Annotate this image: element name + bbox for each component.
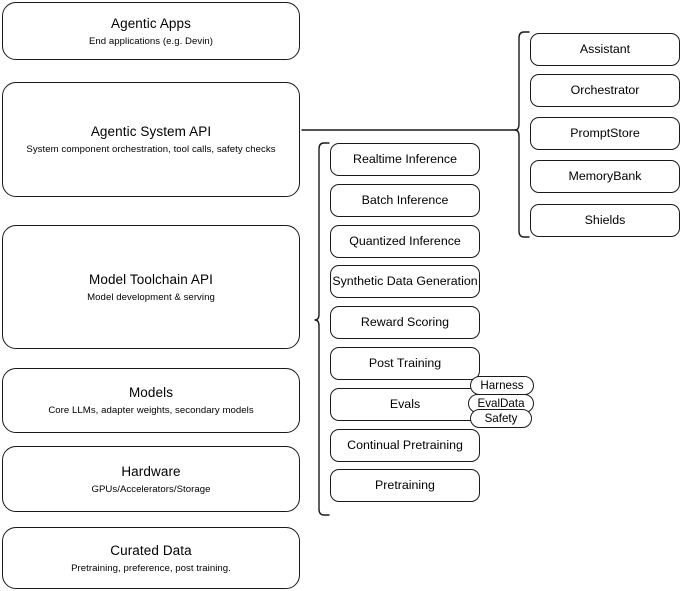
capability-evals[interactable]: Evals — [330, 388, 480, 421]
capability-label: Post Training — [368, 356, 442, 370]
capability-realtime-inference[interactable]: Realtime Inference — [330, 143, 480, 176]
layer-title: Models — [128, 385, 174, 400]
capability-label: Quantized Inference — [349, 234, 461, 248]
capability-label: Reward Scoring — [360, 315, 450, 329]
evals-badge-label: Harness — [480, 379, 524, 392]
layer-subtitle: System component orchestration, tool cal… — [26, 144, 276, 155]
layer-subtitle: GPUs/Accelerators/Storage — [91, 483, 211, 495]
capability-post-training[interactable]: Post Training — [330, 347, 480, 380]
layer-title: Agentic System API — [90, 124, 212, 139]
component-shields[interactable]: Shields — [530, 204, 680, 237]
capability-quantized-inference[interactable]: Quantized Inference — [330, 225, 480, 258]
component-assistant[interactable]: Assistant — [530, 33, 680, 66]
component-label: MemoryBank — [568, 169, 642, 183]
layer-model-toolchain-api[interactable]: Model Toolchain API Model development & … — [2, 225, 300, 349]
evals-badge-label: EvalData — [477, 397, 525, 410]
capability-batch-inference[interactable]: Batch Inference — [330, 184, 480, 217]
layer-agentic-apps[interactable]: Agentic Apps End applications (e.g. Devi… — [2, 2, 300, 60]
layer-hardware[interactable]: Hardware GPUs/Accelerators/Storage — [2, 446, 300, 512]
layer-subtitle: Core LLMs, adapter weights, secondary mo… — [48, 405, 254, 416]
layer-curated-data[interactable]: Curated Data Pretraining, preference, po… — [2, 527, 300, 589]
bracket-model-toolchain-capabilities — [314, 142, 330, 516]
capability-reward-scoring[interactable]: Reward Scoring — [330, 306, 480, 339]
component-memorybank[interactable]: MemoryBank — [530, 160, 680, 193]
layer-subtitle: End applications (e.g. Devin) — [88, 35, 214, 47]
evals-badge-harness[interactable]: Harness — [470, 376, 534, 395]
capability-continual-pretraining[interactable]: Continual Pretraining — [330, 429, 480, 462]
layer-subtitle: Pretraining, preference, post training. — [71, 562, 231, 574]
capability-label: Synthetic Data Generation — [332, 274, 478, 288]
layer-title: Hardware — [121, 463, 181, 479]
layer-title: Agentic Apps — [110, 15, 191, 31]
layer-title: Model Toolchain API — [89, 271, 213, 287]
capability-synthetic-data-generation[interactable]: Synthetic Data Generation — [330, 265, 480, 298]
layer-models[interactable]: Models Core LLMs, adapter weights, secon… — [2, 368, 300, 433]
capability-label: Pretraining — [375, 478, 435, 492]
component-label: Shields — [584, 213, 626, 227]
component-promptstore[interactable]: PromptStore — [530, 117, 680, 150]
component-label: Assistant — [579, 42, 631, 56]
capability-label: Evals — [389, 397, 421, 411]
layer-agentic-system-api[interactable]: Agentic System API System component orch… — [2, 82, 300, 197]
capability-label: Realtime Inference — [353, 152, 457, 166]
evals-badge-safety[interactable]: Safety — [470, 409, 532, 428]
layer-subtitle: Model development & serving — [87, 291, 215, 303]
component-orchestrator[interactable]: Orchestrator — [530, 74, 680, 107]
component-label: Orchestrator — [570, 83, 640, 97]
capability-label: Batch Inference — [361, 193, 449, 207]
capability-label: Continual Pretraining — [347, 438, 463, 452]
component-label: PromptStore — [570, 126, 640, 140]
layer-title: Curated Data — [110, 542, 192, 558]
capability-pretraining[interactable]: Pretraining — [330, 469, 480, 502]
evals-badge-label: Safety — [484, 412, 518, 425]
bracket-agentic-system-components — [514, 31, 530, 238]
